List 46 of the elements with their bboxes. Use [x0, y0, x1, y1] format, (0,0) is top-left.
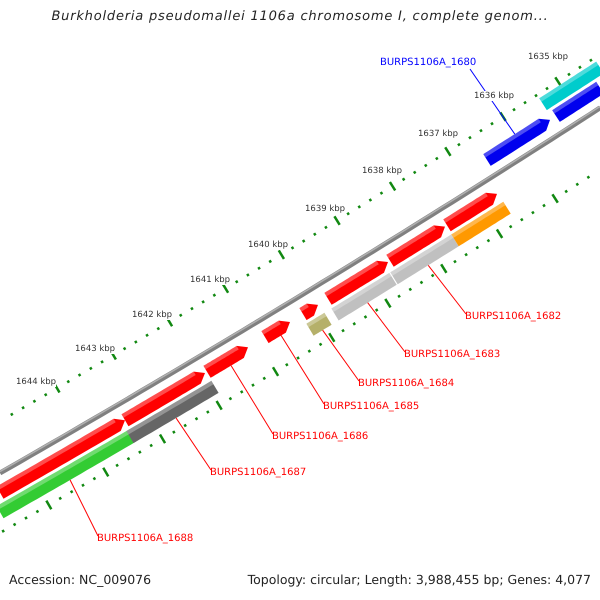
gene-label: BURPS1106A_1686 — [272, 431, 368, 442]
gene-feature — [483, 118, 550, 166]
gene-feature — [451, 202, 511, 246]
leader-line — [280, 335, 324, 404]
gene-feature — [0, 429, 136, 518]
gene-label: BURPS1106A_1688 — [97, 533, 194, 544]
gene-feature — [306, 312, 332, 336]
gene-feature — [203, 346, 248, 378]
gene-label: BURPS1106A_1685 — [323, 401, 420, 412]
gene-feature — [126, 380, 219, 444]
leader-line — [230, 365, 274, 434]
title: Burkholderia pseudomallei 1106a chromosome I, complete genom... — [50, 9, 550, 24]
scale-label: 1638 kbp — [362, 166, 402, 176]
genome-info-text: Topology: circular; Length: 3,988,455 bp; Genes: 4,077 — [248, 572, 591, 587]
gene-feature — [331, 272, 397, 320]
gene-label: BURPS1106A_1687 — [210, 467, 306, 478]
gene-label: BURPS1106A_1683 — [404, 349, 500, 360]
gene-feature — [386, 225, 445, 267]
leader-line — [322, 330, 360, 382]
gene-label: BURPS1106A_1684 — [358, 378, 454, 389]
leader-line — [70, 479, 98, 536]
gene-feature — [443, 192, 497, 232]
scale-label: 1637 kbp — [418, 129, 458, 139]
scale-label: 1641 kbp — [190, 275, 230, 285]
gene-label: BURPS1106A_1682 — [465, 311, 562, 322]
accession-text: Accession: NC_009076 — [9, 572, 152, 587]
gene-feature — [0, 418, 125, 499]
gene-feature — [299, 304, 318, 320]
gene-feature — [552, 82, 600, 122]
leader-line — [176, 418, 212, 470]
gene-feature — [261, 320, 290, 344]
scale-label: 1640 kbp — [248, 240, 288, 250]
leader-line — [367, 302, 406, 352]
scale-label: 1644 kbp — [16, 377, 56, 387]
scale-label: 1635 kbp — [528, 52, 568, 62]
leader-line — [470, 68, 516, 135]
scale-label: 1643 kbp — [75, 344, 116, 354]
gene-feature — [122, 372, 205, 426]
gene-feature — [539, 62, 600, 110]
leader-line — [428, 264, 466, 314]
scale-label: 1636 kbp — [474, 91, 514, 101]
gene-feature — [324, 260, 388, 305]
gene-label: BURPS1106A_1680 — [380, 57, 476, 68]
scale-label: 1642 kbp — [132, 310, 172, 320]
scale-label: 1639 kbp — [305, 204, 346, 214]
gene-feature — [390, 234, 459, 284]
